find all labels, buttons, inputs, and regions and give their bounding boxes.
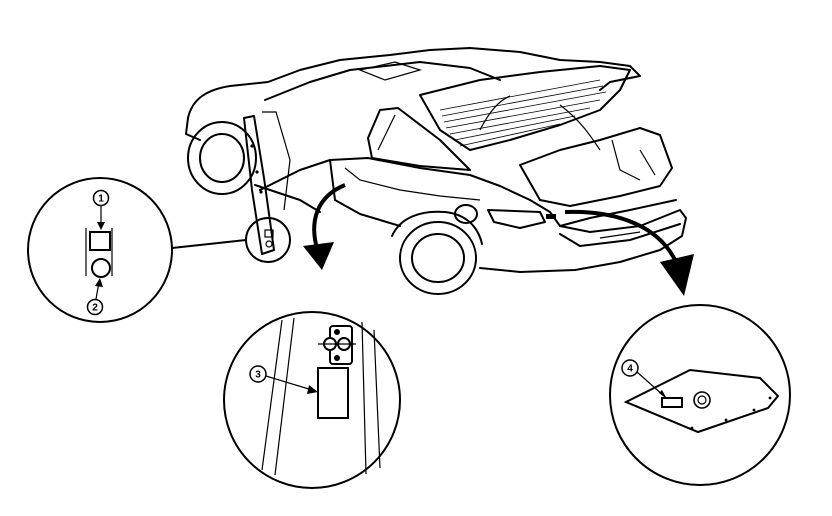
detail-view-door-pillar-labels: 1 2 (27, 177, 247, 323)
rear-bumper (559, 223, 681, 247)
arrow-to-door-latch-detail (303, 183, 346, 270)
door-latch-label (317, 367, 349, 419)
trunk-label-location (546, 214, 556, 219)
callout-3: 3 (249, 365, 318, 394)
callout-3-number: 3 (255, 370, 261, 381)
pillar-detail-circle (245, 217, 291, 263)
open-trunk-lid (419, 65, 631, 151)
car-illustration (185, 47, 687, 295)
callout-1-number: 1 (98, 194, 104, 205)
callout-4: 4 (621, 359, 667, 399)
callout-1: 1 (92, 189, 110, 230)
callout-2-number: 2 (92, 303, 98, 314)
tire-info-label (91, 258, 111, 278)
car-roof (264, 61, 501, 101)
arrow-to-trunk-detail (564, 209, 694, 296)
door-frame-pillar (243, 115, 275, 255)
callout-4-number: 4 (627, 364, 633, 375)
leader-line (171, 239, 247, 249)
right-rear-wheel (391, 210, 483, 295)
detail-view-door-latch-label: 3 (223, 311, 401, 489)
left-rear-wheel (187, 121, 257, 195)
detail-view-trunk-label: 4 (609, 304, 791, 486)
spare-tire-hold-down (693, 391, 711, 409)
tail-light (487, 209, 546, 229)
car-body-side (259, 157, 687, 273)
callout-2: 2 (86, 278, 104, 316)
door-latch-striker (318, 325, 356, 365)
certification-label (89, 231, 111, 251)
trunk-opening (519, 127, 673, 207)
rear-window-glass (439, 79, 607, 147)
trunk-label (661, 397, 683, 408)
car-front-body (187, 47, 641, 119)
